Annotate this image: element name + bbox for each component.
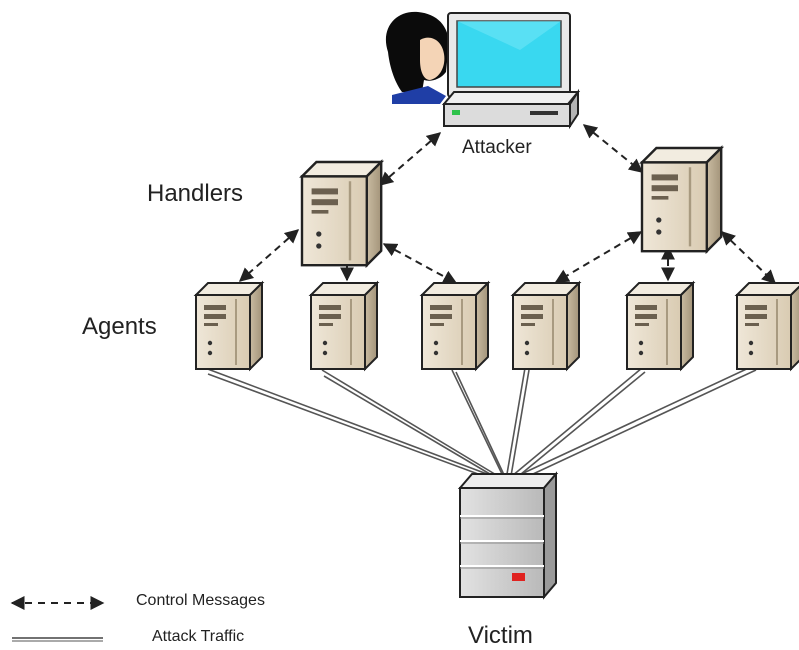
attack-traffic-lines (204, 365, 757, 482)
victim-label: Victim (468, 622, 533, 649)
legend-control-messages-label: Control Messages (136, 592, 265, 609)
handler-server-right (640, 146, 723, 253)
control-arrow-attacker-handler-right (582, 124, 644, 173)
legend-attack-traffic-label: Attack Traffic (152, 628, 245, 645)
control-arrow-handler-agent-3 (382, 243, 458, 284)
agents-label: Agents (82, 313, 157, 340)
victim-server-icon (457, 471, 559, 600)
control-arrow-handler-agent-1 (238, 229, 300, 282)
control-arrow-attacker-handler-left (378, 132, 442, 186)
agent-server-3 (421, 282, 489, 370)
attacker-label: Attacker (462, 137, 532, 158)
legend (10, 596, 105, 642)
control-message-arrows (238, 124, 777, 284)
control-arrow-handler-agent-6 (720, 231, 777, 284)
handler-server-left (300, 160, 383, 267)
attack-line-agent-2 (321, 369, 499, 477)
handlers-label: Handlers (147, 180, 244, 207)
attack-line-agent-6 (514, 365, 754, 478)
control-arrow-handler-agent-4 (554, 231, 643, 283)
agent-server-4 (512, 282, 580, 370)
agent-server-6 (736, 282, 799, 370)
agent-server-2 (310, 282, 378, 370)
attack-line-agent-3 (451, 369, 503, 475)
attack-line-agent-1 (204, 367, 496, 478)
agent-server-1 (195, 282, 263, 370)
attack-line-agent-4 (506, 367, 526, 475)
attack-line-agent-5 (511, 367, 643, 477)
attacker-icon (385, 11, 581, 130)
agent-server-5 (626, 282, 694, 370)
